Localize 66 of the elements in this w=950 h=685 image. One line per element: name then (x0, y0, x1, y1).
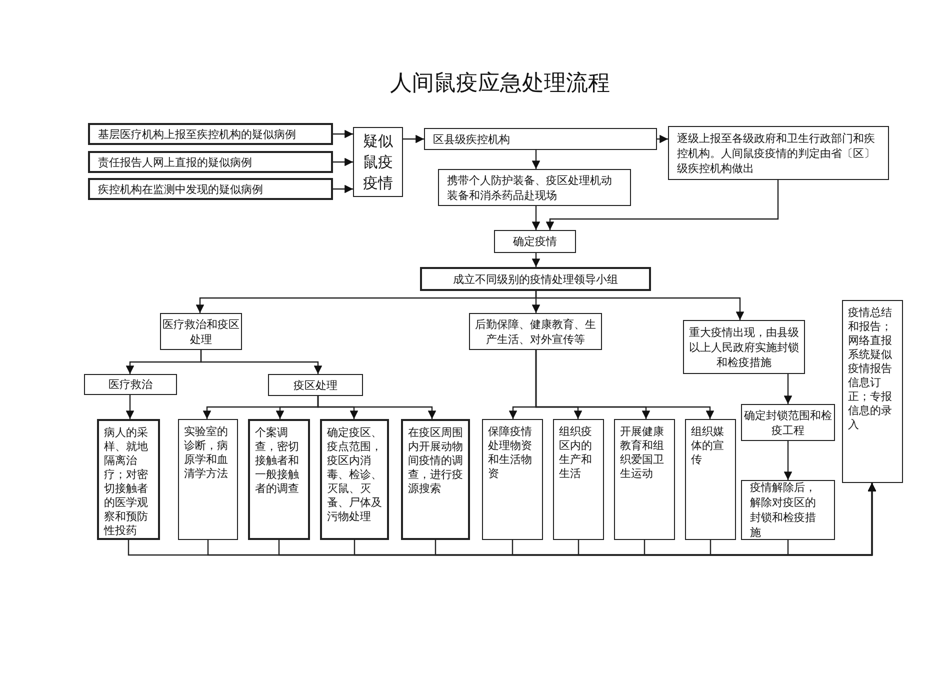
arrow (535, 350, 714, 419)
process-box (268, 374, 363, 396)
box-text: 实验室的诊断，病原学和血清学方法 (184, 425, 229, 481)
arrow (784, 374, 792, 404)
process-box (741, 480, 835, 540)
process-box (469, 313, 602, 350)
arrow (333, 184, 353, 194)
arrow (657, 134, 668, 144)
box-text: 医疗救治 (108, 377, 154, 392)
process-box (482, 419, 543, 540)
process-box (614, 419, 675, 540)
box-text: 在疫区周围内开展动物间疫情的调查，进行疫源搜索 (408, 426, 464, 496)
box-text: 疫区处理 (292, 378, 338, 392)
box-text: 确定疫区、疫点范围，疫区内消毒、检诊、灭鼠、灭蚤、尸体及污物处理 (327, 426, 383, 524)
box-text: 病人的采样、就地隔离治疗；对密切接触者的医学观察和预防性投药 (104, 426, 149, 538)
box-text: 区县级疾控机构 (433, 132, 511, 146)
box-text: 逐级上报至各级政府和卫生行政部门和疾控机构。人间鼠疫疫情的判定由省〔区〕级疾控机构做出 (677, 130, 876, 176)
box-text: 重大疫情出现，由县级以上人民政府实施封锁和检疫措施 (688, 324, 800, 370)
process-box (88, 178, 333, 200)
process-box (553, 419, 604, 540)
arrow (532, 253, 540, 267)
arrow (532, 206, 540, 230)
box-text: 开展健康教育和组织爱国卫生运动 (620, 425, 665, 481)
box-text: 疾控机构在监测中发现的疑似病例 (98, 182, 264, 196)
box-text: 确定封锁范围和检疫工程 (743, 408, 833, 438)
arrow (200, 350, 322, 374)
arrow (333, 158, 353, 166)
process-box (320, 419, 389, 540)
box-text: 保障疫情处理物资和生活物资 (488, 425, 533, 481)
arrow (126, 395, 134, 419)
process-box (97, 419, 160, 540)
arrow (535, 291, 744, 320)
box-text: 携带个人防护装备、疫区处理机动装备和消杀药品赴现场 (447, 172, 613, 202)
process-box (685, 419, 736, 540)
process-box (84, 374, 177, 395)
arrow (546, 180, 779, 230)
process-box (248, 419, 310, 540)
box-text: 后勤保障、健康教育、生产生活、对外宣传等 (474, 316, 597, 346)
process-box (438, 169, 631, 206)
box-text: 疫情解除后，解除对疫区的封锁和检疫措施 (750, 480, 817, 540)
process-box (401, 419, 470, 540)
box-text: 疫情总结和报告；网络直报系统疑似疫情报告信息订正；专报信息的录入 (848, 306, 893, 432)
box-text: 成立不同级别的疫情处理领导小组 (452, 272, 619, 286)
process-box (494, 230, 576, 253)
process-box (668, 126, 889, 180)
arrow (333, 130, 353, 138)
box-text: 医疗救治和疫区处理 (162, 316, 240, 346)
arrow (317, 396, 436, 419)
process-box (424, 128, 657, 150)
box-text: 组织疫区内的生产和生活 (559, 425, 593, 481)
box-text: 个案调查，密切接触者和一般接触者的调查 (255, 426, 300, 496)
box-text: 组织媒体的宣传 (691, 425, 725, 467)
process-box (420, 267, 651, 291)
box-text: 基层医疗机构上报至疾控机构的疑似病例 (98, 126, 297, 142)
diagram-title: 人间鼠疫应急处理流程 (389, 70, 611, 98)
process-box (178, 419, 238, 540)
process-box (842, 300, 903, 483)
process-box (88, 151, 333, 173)
box-text: 疑似鼠疫疫情 (362, 130, 394, 194)
process-box (88, 123, 333, 145)
arrow (532, 150, 540, 169)
arrow (784, 441, 792, 480)
box-text: 责任报告人网上直报的疑似病例 (98, 154, 253, 170)
arrow (403, 134, 424, 144)
box-text: 确定疫情 (512, 234, 558, 249)
process-box (353, 127, 403, 197)
